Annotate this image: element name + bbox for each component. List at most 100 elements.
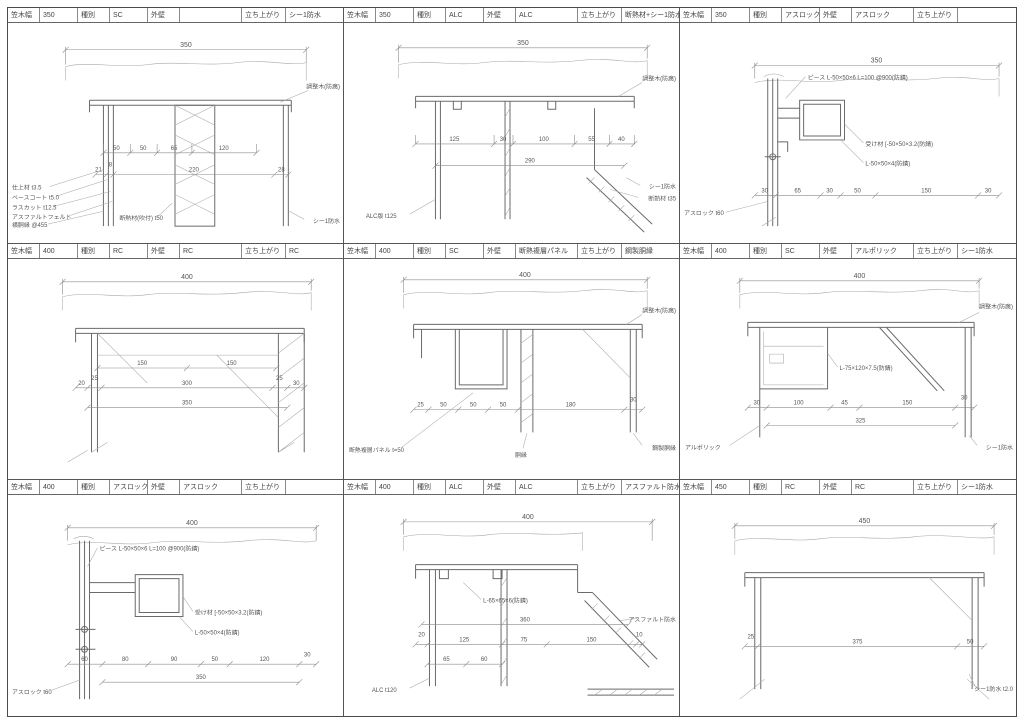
field-value-rise: シー1防水 xyxy=(961,248,993,255)
field-value-type: SC xyxy=(446,244,484,258)
top-dimension: 400 xyxy=(736,273,983,293)
field-value-ext: ALC xyxy=(516,480,578,494)
dim-label: 60 xyxy=(81,657,88,663)
note-angle: L-65×65×6(防錆) xyxy=(483,597,528,605)
note-panel: 断熱複層パネル t=50 xyxy=(349,446,405,454)
field-label-rise: 立ち上がり xyxy=(578,480,622,494)
dim-label: 350 xyxy=(517,40,529,47)
field-label-type: 種別 xyxy=(750,8,782,22)
field-label-type: 種別 xyxy=(78,8,110,22)
field-value-type: RC xyxy=(110,244,148,258)
field-label-ext: 外壁 xyxy=(148,244,180,258)
field-value-width: 400 xyxy=(712,244,750,258)
dim-label: 8 xyxy=(109,163,113,169)
field-label-type: 種別 xyxy=(78,480,110,494)
field-label-rise: 立ち上がり xyxy=(242,480,286,494)
field-value-ext: RC xyxy=(180,244,242,258)
field-label-ext: 外壁 xyxy=(820,8,852,22)
dim-label: 100 xyxy=(539,137,550,143)
note-channel: 受け材 [-50×50×3.2(防錆) xyxy=(195,608,262,616)
dim-label: 30 xyxy=(630,398,637,404)
field-label-ext: 外壁 xyxy=(484,480,516,494)
dim-label: 360 xyxy=(520,617,531,623)
dim-label: 290 xyxy=(525,159,536,165)
dim-chain-1: 125 30 100 55 40 xyxy=(412,134,638,148)
field-label-type: 種別 xyxy=(414,480,446,494)
dim-label: 30 xyxy=(761,188,768,194)
note-channel: 受け材 [-50×50×3.2(防錆) xyxy=(865,140,933,148)
field-value-type: アスロック xyxy=(110,480,148,494)
field-value-width: 400 xyxy=(376,480,414,494)
dim-chain-1: 50 50 65 120 xyxy=(100,143,260,157)
drawing-area: 450 25 375 50 シー1防水 t2.0 xyxy=(680,495,1016,716)
field-value-width: 400 xyxy=(376,244,414,258)
note-adjust-wood: 調整木(防腐) xyxy=(642,307,676,315)
note-sealing: シー1防水 xyxy=(313,217,340,225)
detail-header: 笠木幅 400 種別 アスロック 外壁 アスロック 立ち上がり xyxy=(8,480,343,495)
top-dimension: 350 xyxy=(395,40,651,63)
drawing-area: 400 30 100 45 150 30 325 調整木(防腐) L-75×12… xyxy=(680,259,1016,479)
field-label-ext: 外壁 xyxy=(148,480,180,494)
dim-label: 30 xyxy=(961,396,968,402)
detail-header: 笠木幅 400 種別 SC 外壁 アルポリック 立ち上がり シー1防水 xyxy=(680,244,1016,259)
field-value-type: ALC xyxy=(446,8,484,22)
detail-header: 笠木幅 350 種別 SC 外壁 立ち上がり シー1防水 xyxy=(8,8,343,23)
dim-label: 65 xyxy=(443,657,450,663)
dim-label: 400 xyxy=(186,520,198,527)
detail-cell-sc-alpolic-400: 笠木幅 400 種別 SC 外壁 アルポリック 立ち上がり シー1防水 400 xyxy=(680,244,1016,479)
dim-label: 50 xyxy=(113,146,120,152)
field-value-ext: アスロック xyxy=(852,8,914,22)
note-alc-panel: ALC版 t125 xyxy=(366,212,397,220)
dim-label: 400 xyxy=(181,274,193,281)
note-piece-angle: ピース L-50×50×6 L=100 @900(防錆) xyxy=(808,74,908,82)
dim-label: 45 xyxy=(841,401,848,407)
dim-label: 150 xyxy=(137,361,148,367)
dim-total: 360 xyxy=(418,617,632,628)
dim-chain-1: 30 65 30 50 150 30 xyxy=(751,188,1003,199)
field-value-type: SC xyxy=(782,244,820,258)
dim-chain-1: 20 125 75 150 10 xyxy=(412,632,646,648)
field-label-ext: 外壁 xyxy=(484,8,516,22)
dim-label: 20 xyxy=(78,381,85,387)
note-sealing: シー1防水 xyxy=(986,443,1013,451)
detail-cell-asloc-400: 笠木幅 400 種別 アスロック 外壁 アスロック 立ち上がり xyxy=(8,480,344,716)
top-dimension: 450 xyxy=(731,518,998,539)
field-label-width: 笠木幅 xyxy=(344,8,376,22)
dim-label: 80 xyxy=(122,657,129,663)
dim-chain-1: 150 150 xyxy=(94,361,280,372)
detail-cell-asloc-350: 笠木幅 350 種別 アスロック 外壁 アスロック 立ち上がり 350 xyxy=(680,8,1016,243)
field-label-rise: 立ち上がり xyxy=(914,480,958,494)
field-label-ext: 外壁 xyxy=(820,244,852,258)
dim-label: 30 xyxy=(753,401,760,407)
dim-label: 50 xyxy=(211,657,218,663)
dim-label: 400 xyxy=(522,514,534,521)
field-value-rise: アスファルト防水 xyxy=(625,484,679,491)
field-value-rise: 鋼製胴縁 xyxy=(625,248,653,255)
field-value-type: アスロック xyxy=(782,8,820,22)
dim-chain-1: 60 80 90 50 120 30 xyxy=(64,652,320,668)
note-angle: L-50×50×4(防錆) xyxy=(865,160,910,168)
dim-label: 21 xyxy=(95,168,102,174)
field-value-width: 400 xyxy=(40,244,78,258)
note-adjust-wood: 調整木(防腐) xyxy=(306,82,340,90)
top-dimension: 400 xyxy=(64,520,320,541)
dim-label: 50 xyxy=(854,188,861,194)
note-insulation: 断熱材(吹付) t50 xyxy=(119,214,163,222)
dim-label: 25 xyxy=(417,403,424,409)
dim-label: 90 xyxy=(171,657,178,663)
field-label-width: 笠木幅 xyxy=(344,480,376,494)
detail-drawing: 400 ピース L-50×50×6 L=100 @900(防錆) 受け材 [-5… xyxy=(12,520,320,700)
note-insulation: 断熱材 t35 xyxy=(648,194,676,202)
field-value-width: 350 xyxy=(40,8,78,22)
field-value-ext: RC xyxy=(852,480,914,494)
field-label-type: 種別 xyxy=(414,244,446,258)
detail-header: 笠木幅 400 種別 SC 外壁 断熱複層パネル 立ち上がり 鋼製胴縁 xyxy=(344,244,679,259)
dim-label: 25 xyxy=(747,634,754,640)
field-label-width: 笠木幅 xyxy=(680,8,712,22)
note-layer-4: アスファルトフェルト xyxy=(12,214,72,221)
dim-label: 20 xyxy=(418,632,425,638)
dim-label: 325 xyxy=(855,419,866,425)
note-layer-5: 横胴縁 @455 xyxy=(12,221,48,229)
note-piece-angle: ピース L-50×50×6 L=100 @900(防錆) xyxy=(99,545,199,553)
